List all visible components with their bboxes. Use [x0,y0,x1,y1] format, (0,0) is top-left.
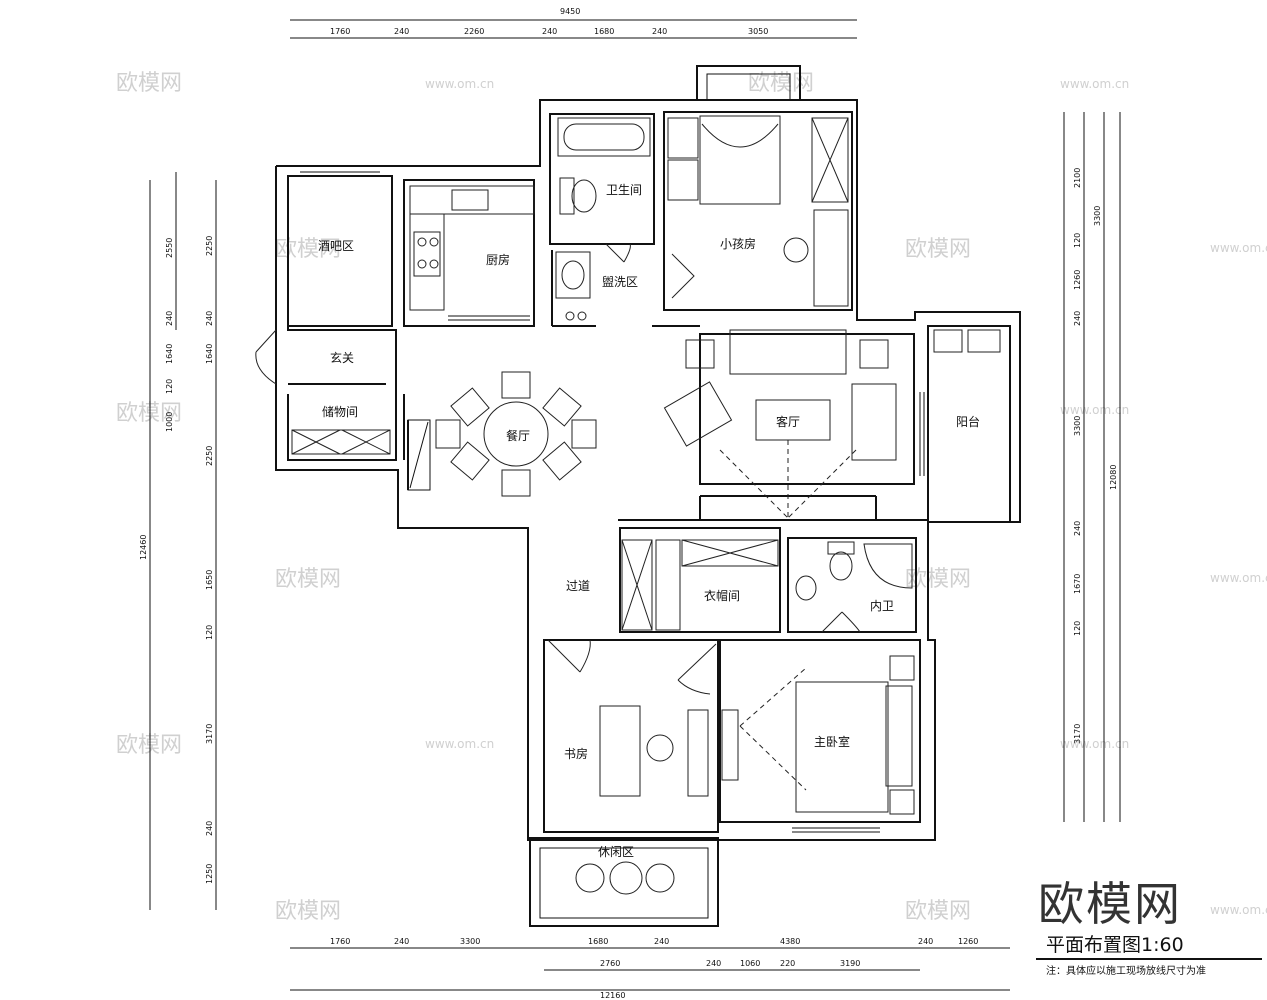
dim-bottom: 1680 [588,937,608,946]
watermark-layer: 欧模网 www.om.cn 欧模网 www.om.cn 欧模网 欧模网 www.… [116,71,1267,924]
room-label-bar: 酒吧区 [318,239,354,253]
room-label-living: 客厅 [776,414,800,429]
dim-bottom-total: 12160 [600,991,625,1000]
watermark-url: www.om.cn [425,737,494,751]
dim-right-total: 12080 [1109,465,1118,490]
windows [300,165,925,833]
brand-logo: 欧模网 [1038,877,1182,931]
dim-right: 120 [1073,621,1082,636]
room-label-dining: 餐厅 [506,428,530,443]
room-label-master: 主卧室 [814,734,850,749]
watermark-logo: 欧模网 [116,401,182,426]
dim-left-outer: 2550 [165,238,174,258]
watermark-url: www.om.cn [1210,903,1267,917]
drawing-note: 注：具体应以施工现场放线尺寸为准 [1046,966,1206,977]
room-label-entrance: 玄关 [330,350,354,365]
dim-left-inner: 240 [205,311,214,326]
room-label-study: 书房 [564,746,588,761]
dim-top: 240 [542,27,557,36]
dim-left-inner: 2250 [205,446,214,466]
dim-bottom2: 2760 [600,959,620,968]
watermark-logo: 欧模网 [905,237,971,262]
dim-top: 240 [652,27,667,36]
dim-bottom: 240 [394,937,409,946]
dim-left-inner: 120 [165,379,174,394]
watermark-url: www.om.cn [1060,737,1129,751]
watermark-logo: 欧模网 [116,733,182,758]
dim-left-outer: 1640 [165,344,174,364]
drawing-title: 平面布置图1:60 [1046,934,1184,956]
title-underline [1036,958,1262,960]
dim-top: 1760 [330,27,350,36]
dim-top: 3050 [748,27,768,36]
watermark-logo: 欧模网 [275,237,341,262]
room-label-corridor: 过道 [566,579,590,593]
room-label-balcony: 阳台 [956,414,980,429]
watermark-url: www.om.cn [1210,241,1267,255]
room-label-closet: 衣帽间 [704,588,740,603]
dimension-texts: 9450 1760 240 2260 240 1680 240 3050 176… [139,7,1118,1000]
dimension-lines [149,19,1121,991]
dim-right: 240 [1073,311,1082,326]
dim-left-inner: 120 [205,625,214,640]
room-label-kids: 小孩房 [720,236,756,251]
dim-left-inner: 2250 [205,236,214,256]
watermark-url: www.om.cn [425,77,494,91]
room-label-storage: 储物间 [322,404,358,419]
watermark-url: www.om.cn [1060,77,1129,91]
dim-right: 240 [1073,521,1082,536]
dim-left-inner: 240 [205,821,214,836]
dim-left-outer: 240 [165,311,174,326]
dim-top: 240 [394,27,409,36]
dim-top-total: 9450 [560,7,580,16]
doors [255,243,861,780]
watermark-logo: 欧模网 [116,71,182,96]
room-label-leisure: 休闲区 [598,845,634,859]
room-label-wash: 盥洗区 [602,275,638,289]
dim-right: 1260 [1073,270,1082,290]
dim-left-inner: 3170 [205,724,214,744]
dim-bottom2: 220 [780,959,795,968]
dim-bottom: 4380 [780,937,800,946]
dim-right: 3300 [1073,416,1082,436]
exterior-walls [275,65,1021,927]
watermark-logo: 欧模网 [275,567,341,592]
room-label-kitchen: 厨房 [486,252,510,267]
dim-bottom: 240 [654,937,669,946]
dim-bottom: 240 [918,937,933,946]
dim-bottom2: 3190 [840,959,860,968]
watermark-url: www.om.cn [1060,403,1129,417]
dim-bottom: 1260 [958,937,978,946]
dim-right: 1670 [1073,574,1082,594]
watermark-logo: 欧模网 [748,71,814,96]
watermark-logo: 欧模网 [905,567,971,592]
dim-top: 1680 [594,27,614,36]
dim-right: 120 [1073,233,1082,248]
dim-left-inner: 1250 [205,864,214,884]
dim-right: 2100 [1073,168,1082,188]
furniture [291,115,1001,895]
dim-bottom: 3300 [460,937,480,946]
dim-right: 3170 [1073,724,1082,744]
watermark-logo: 欧模网 [905,899,971,924]
watermark-url: www.om.cn [1210,571,1267,585]
dim-bottom2: 1060 [740,959,760,968]
dim-left-inner: 1650 [205,570,214,590]
dim-bottom2: 240 [706,959,721,968]
room-labels: 酒吧区 厨房 卫生间 盥洗区 小孩房 玄关 储物间 餐厅 客厅 阳台 过道 衣帽… [318,183,980,859]
dim-right-mid: 3300 [1093,206,1102,226]
dim-top: 2260 [464,27,484,36]
watermark-logo: 欧模网 [275,899,341,924]
dim-left-total: 12460 [139,535,148,560]
dim-left-inner: 1640 [205,344,214,364]
room-label-ensuite: 内卫 [870,599,894,613]
dim-bottom: 1760 [330,937,350,946]
dim-left-inner: 1000 [165,412,174,432]
room-label-bathroom: 卫生间 [606,183,642,197]
